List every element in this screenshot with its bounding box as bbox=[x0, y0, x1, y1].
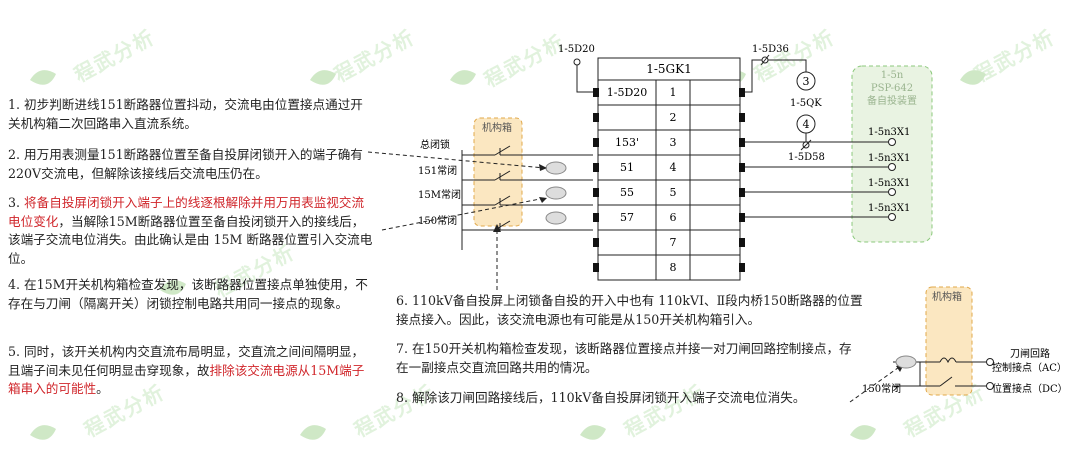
note-1: 1. 初步判断进线151断路器位置抖动，交流电由位置接点通过开关机构箱二次回路串… bbox=[8, 97, 363, 131]
note-3: 3. 将备自投屏闭锁开入端子上的线逐根解除并用万用表监视交流电位变化，当解除15… bbox=[8, 195, 373, 266]
note-2: 2. 用万用表测量151断路器位置至备自投屏闭锁开入的端子确有220V交流电，但… bbox=[8, 147, 363, 181]
terminal-label-d58: 1-5D58 bbox=[788, 152, 825, 163]
panel-title: 1-5GK1 bbox=[646, 62, 692, 76]
device-terminal: 1-5n3X1 bbox=[868, 153, 910, 164]
device-terminal: 1-5n3X1 bbox=[868, 178, 910, 189]
mini-label: 刀闸回路 bbox=[1010, 347, 1050, 360]
left-label: 151常闭 bbox=[418, 164, 457, 177]
leaf-icon bbox=[960, 70, 986, 85]
relay-circle-3 bbox=[796, 71, 816, 91]
leaf-icon bbox=[30, 425, 56, 440]
mechanism-box bbox=[473, 117, 523, 227]
fault-highlight bbox=[545, 161, 567, 175]
note-6: 6. 110kV备自投屏上闭锁备自投的开入中也有 110kVⅠ、Ⅱ段内桥150断… bbox=[396, 293, 863, 327]
device-desc: 备自投装置 bbox=[867, 94, 917, 107]
terminal-label-left: 1-5D20 bbox=[558, 44, 595, 55]
note-8: 8. 解除该刀闸回路接线后，110kV备自投屏闭锁开入端子交流电位消失。 bbox=[396, 390, 806, 405]
leaf-icon bbox=[300, 425, 326, 440]
fault-highlight bbox=[545, 211, 567, 225]
note-4: 4. 在15M开关机构箱检查发现，该断路器位置接点单独使用，不存在与刀闸（隔离开… bbox=[8, 277, 368, 311]
left-label: 15M常闭 bbox=[418, 188, 461, 201]
row-number: 7 bbox=[670, 236, 677, 249]
note-7: 7. 在150开关机构箱检查发现，该断路器位置接点并接一对刀闸回路控制接点，存在… bbox=[396, 341, 852, 375]
note-5: 5. 同时，该开关机构内交直流布局明显，交直流之间间隔明显，且端子间未见任何明显… bbox=[8, 344, 365, 396]
left-label: 总闭锁 bbox=[420, 138, 450, 151]
terminal-blocks bbox=[593, 88, 745, 272]
row-number: 4 bbox=[670, 161, 677, 174]
row-label: 57 bbox=[620, 211, 634, 224]
output-lines bbox=[745, 141, 888, 218]
device-terminal: 1-5n3X1 bbox=[868, 203, 910, 214]
svg-text:3: 3 bbox=[803, 75, 810, 88]
leaf-icon bbox=[310, 70, 336, 85]
row-label: 51 bbox=[620, 161, 634, 174]
mini-label: 位置接点（DC） bbox=[992, 382, 1068, 395]
leaf-icon bbox=[30, 70, 56, 85]
row-number: 1 bbox=[670, 86, 677, 99]
row-label: 55 bbox=[620, 186, 634, 199]
mini-label: 控制接点（AC） bbox=[992, 361, 1067, 374]
row-number: 8 bbox=[670, 261, 677, 274]
row-label: 153' bbox=[615, 136, 639, 149]
fault-highlight bbox=[895, 355, 917, 369]
row-number: 6 bbox=[670, 211, 677, 224]
fault-highlight bbox=[545, 186, 567, 200]
row-number: 5 bbox=[670, 186, 677, 199]
mini-box-label: 机构箱 bbox=[932, 290, 962, 303]
leaf-icon bbox=[450, 70, 476, 85]
pointer-arrows bbox=[367, 151, 903, 403]
leaf-icon bbox=[160, 280, 186, 295]
row-label: 1-5D20 bbox=[607, 86, 648, 99]
terminal-label-right: 1-5D36 bbox=[752, 44, 789, 55]
backup-device-box bbox=[851, 65, 933, 243]
mini-label: 150常闭 bbox=[862, 382, 901, 395]
device-name: 1-5n bbox=[881, 70, 904, 81]
svg-text:4: 4 bbox=[803, 118, 810, 131]
leaf-icon bbox=[850, 425, 876, 440]
mini-mechanism-box bbox=[925, 286, 973, 396]
switch-label: 1-5QK bbox=[790, 98, 822, 109]
row-number: 2 bbox=[670, 111, 677, 124]
leaf-icon bbox=[580, 425, 606, 440]
mechanism-box-label: 机构箱 bbox=[482, 121, 512, 134]
device-terminal: 1-5n3X1 bbox=[868, 127, 910, 138]
panel-rows: 1-5D20 153' 51 55 57 1 2 3 4 5 6 7 8 bbox=[598, 86, 740, 274]
row-number: 3 bbox=[670, 136, 677, 149]
device-model: PSP-642 bbox=[871, 83, 913, 94]
